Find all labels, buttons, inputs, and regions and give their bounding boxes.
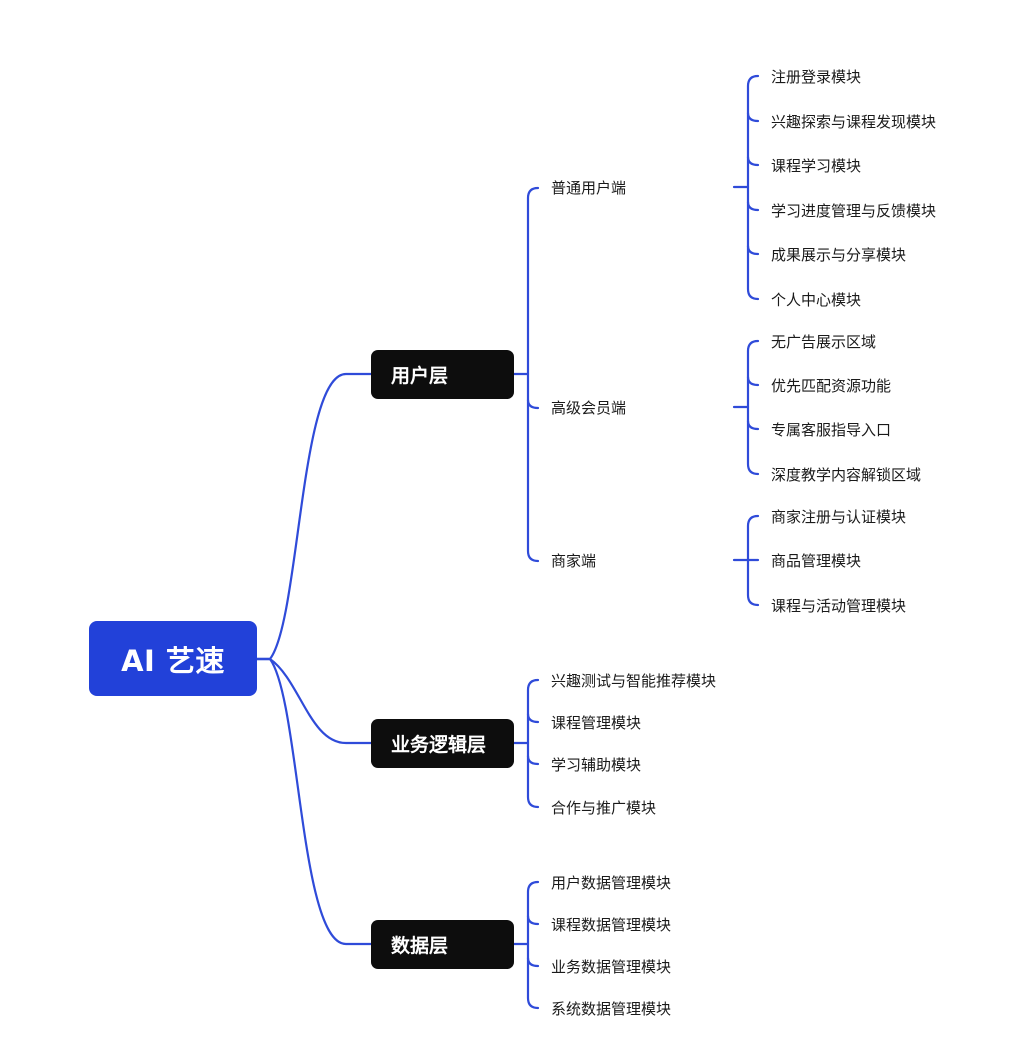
connector-normal-4	[746, 200, 760, 212]
layer-node-user[interactable]: 用户层	[371, 350, 514, 399]
branch-merchant[interactable]: 商家端	[551, 552, 597, 570]
root-node[interactable]: AI 艺速	[89, 621, 257, 696]
leaf-course-management[interactable]: 课程管理模块	[551, 714, 642, 732]
root-label: AI 艺速	[121, 643, 225, 678]
layer-node-business-logic[interactable]: 业务逻辑层	[371, 719, 514, 768]
branch-normal-user[interactable]: 普通用户端	[551, 179, 627, 197]
leaf-dedicated-support[interactable]: 专属客服指导入口	[771, 421, 892, 439]
layer-label: 业务逻辑层	[391, 734, 487, 756]
leaf-deep-content-unlock[interactable]: 深度教学内容解锁区域	[771, 466, 922, 484]
layer-label: 数据层	[391, 935, 449, 957]
bracket-merchant	[746, 514, 760, 607]
layer-label: 用户层	[391, 365, 449, 387]
leaf-interest-test-recommend[interactable]: 兴趣测试与智能推荐模块	[551, 672, 717, 690]
leaf-priority-matching[interactable]: 优先匹配资源功能	[771, 377, 892, 395]
leaf-product-management[interactable]: 商品管理模块	[771, 552, 862, 570]
leaf-personal-center[interactable]: 个人中心模块	[771, 291, 862, 309]
leaf-cooperation-promotion[interactable]: 合作与推广模块	[551, 799, 657, 817]
leaf-course-activity-management[interactable]: 课程与活动管理模块	[771, 597, 907, 615]
connector-data-3	[526, 956, 540, 968]
bracket-logic	[526, 678, 540, 809]
bracket-user-layer	[526, 186, 540, 563]
leaf-interest-discovery[interactable]: 兴趣探索与课程发现模块	[771, 113, 937, 131]
connector-root-logic-layer	[255, 657, 373, 745]
branch-premium-member[interactable]: 高级会员端	[551, 399, 627, 417]
leaf-user-data[interactable]: 用户数据管理模块	[551, 874, 672, 892]
bracket-normal	[746, 74, 760, 301]
bracket-data	[526, 880, 540, 1010]
leaf-showcase-share[interactable]: 成果展示与分享模块	[771, 246, 907, 264]
leaf-merchant-registration[interactable]: 商家注册与认证模块	[771, 508, 907, 526]
leaf-course-learning[interactable]: 课程学习模块	[771, 157, 862, 175]
leaf-ad-free[interactable]: 无广告展示区域	[771, 333, 877, 351]
leaf-learning-assist[interactable]: 学习辅助模块	[551, 756, 642, 774]
connector-logic-2	[526, 712, 540, 724]
connector-root-user-layer	[255, 372, 373, 661]
connector-logic-3	[526, 754, 540, 766]
connector-root-data-layer	[255, 657, 373, 946]
leaf-register-login[interactable]: 注册登录模块	[771, 68, 862, 86]
leaf-system-data[interactable]: 系统数据管理模块	[551, 1000, 672, 1018]
connector-data-2	[526, 914, 540, 926]
bracket-premium	[746, 339, 760, 476]
connector-premium-2	[746, 375, 760, 387]
connector-normal-3	[746, 155, 760, 167]
leaf-business-data[interactable]: 业务数据管理模块	[551, 958, 672, 976]
layer-node-data[interactable]: 数据层	[371, 920, 514, 969]
connector-normal-2	[746, 111, 760, 123]
leaf-progress-feedback[interactable]: 学习进度管理与反馈模块	[771, 202, 937, 220]
leaf-course-data[interactable]: 课程数据管理模块	[551, 916, 672, 934]
connector-to-premium	[526, 398, 540, 410]
connector-premium-3	[746, 419, 760, 431]
connector-normal-5	[746, 244, 760, 256]
